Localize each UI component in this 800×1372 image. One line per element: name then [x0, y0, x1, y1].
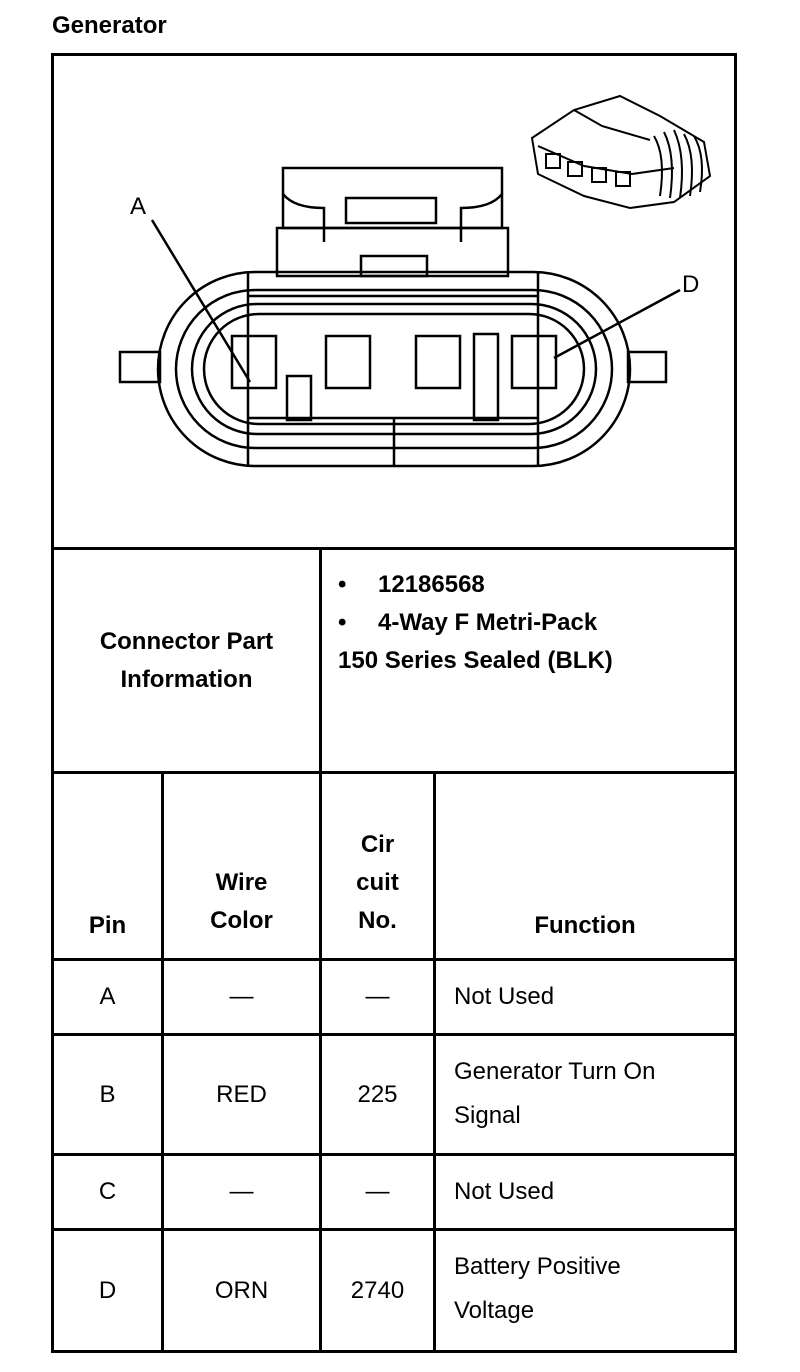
- leader-a: [150, 219, 252, 383]
- seal-ring-3: [202, 312, 586, 426]
- key-left: [285, 374, 313, 422]
- connector-thumbnail: [530, 94, 712, 210]
- header-function: Function: [534, 912, 636, 939]
- bullet-2: •: [338, 609, 347, 636]
- divider-info-bottom: [51, 771, 737, 774]
- row-d-pin: D: [98, 1276, 117, 1304]
- header-circuit-no: Cir cuit No.: [356, 831, 399, 934]
- connector-table-frame: [51, 53, 737, 1353]
- connector-diagram: A D: [118, 94, 712, 468]
- row-c-function: Not Used: [454, 1178, 555, 1205]
- row-a-pin: A: [99, 983, 116, 1010]
- seal-ring-2: [190, 302, 598, 436]
- row-b-function: Generator Turn On Signal: [454, 1058, 656, 1129]
- divider-info-col: [319, 547, 322, 774]
- row-b-wire: RED: [216, 1080, 267, 1108]
- connector-desc-line2: 150 Series Sealed (BLK): [338, 647, 613, 674]
- divider-row-a: [51, 1033, 737, 1036]
- divider-info-top: [51, 547, 737, 550]
- row-d-circuit: 2740: [350, 1276, 405, 1304]
- bullet-1: •: [338, 571, 347, 598]
- row-d-wire: ORN: [214, 1276, 269, 1304]
- divider-col-1: [161, 771, 164, 1353]
- row-b-pin: B: [99, 1080, 116, 1108]
- row-c-pin: C: [98, 1178, 117, 1205]
- divider-row-b: [51, 1153, 737, 1156]
- part-number: 12186568: [378, 571, 485, 598]
- connector-info-label: Connector Part Information: [54, 550, 319, 771]
- key-right: [472, 332, 500, 422]
- left-tab: [118, 350, 162, 384]
- cavity-b: [324, 334, 372, 390]
- connector-info-label-line2: Information: [120, 665, 253, 693]
- divider-col-2: [319, 771, 322, 1353]
- pin-label-a: A: [130, 193, 146, 220]
- cavity-c: [414, 334, 462, 390]
- connector-desc-line1: 4-Way F Metri-Pack: [378, 609, 598, 636]
- connector-info-values: • 12186568 • 4-Way F Metri-Pack 150 Seri…: [338, 566, 733, 680]
- header-pin: Pin: [88, 912, 127, 939]
- row-b-circuit: 225: [357, 1080, 398, 1108]
- page-title: Generator: [52, 12, 167, 39]
- cavity-a: [230, 334, 278, 390]
- divider-row-c: [51, 1228, 737, 1231]
- divider-col-3: [433, 771, 436, 1353]
- right-tab: [626, 350, 668, 384]
- latch-housing: [275, 166, 510, 278]
- connector-info-label-line1: Connector Part: [99, 627, 274, 655]
- row-a-function: Not Used: [454, 983, 555, 1010]
- row-a-circuit: —: [365, 983, 390, 1010]
- row-c-wire: —: [229, 1178, 254, 1205]
- leader-d: [553, 288, 681, 360]
- header-wire-color: Wire Color: [210, 869, 273, 934]
- row-d-function: Battery Positive Voltage: [454, 1253, 621, 1324]
- row-a-wire: —: [229, 983, 254, 1010]
- row-c-circuit: —: [365, 1178, 390, 1205]
- cavity-d: [510, 334, 558, 390]
- divider-header-bottom: [51, 958, 737, 961]
- pin-label-d: D: [682, 271, 699, 298]
